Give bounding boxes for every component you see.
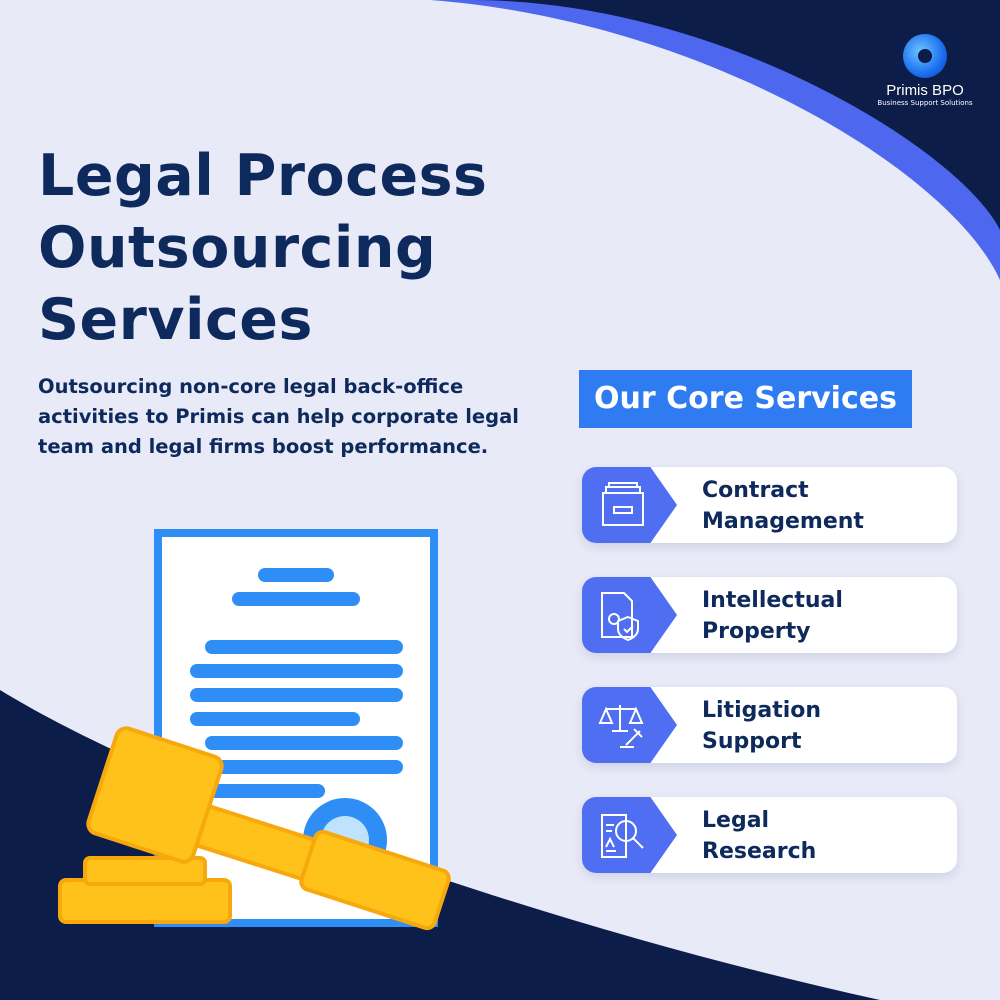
scales-gavel-icon [598,705,644,748]
service-label: Contract [702,478,809,503]
service-label: Property [702,619,811,644]
file-cabinet-icon [602,482,644,526]
title-line: Legal Process [38,143,488,209]
service-label: Legal [702,808,770,833]
gavel-illustration [58,726,451,931]
document-magnifier-icon [601,814,644,858]
service-label: Support [702,729,802,754]
core-services-heading: Our Core Services [579,370,912,428]
description: Outsourcing non-core legal back-office a… [38,375,519,458]
title-line: Services [38,287,313,353]
title-line: Outsourcing [38,215,437,281]
brand-tagline: Business Support Solutions [877,99,973,107]
service-label: Litigation [702,698,822,723]
service-label: Management [702,509,864,534]
ip-document-shield-icon [601,592,639,641]
service-label: Research [702,839,817,864]
brand-name: Primis BPO [886,82,964,99]
logo-icon [903,34,947,78]
service-label: Intellectual [702,588,843,613]
brand-logo: Primis BPO Business Support Solutions [870,34,980,107]
